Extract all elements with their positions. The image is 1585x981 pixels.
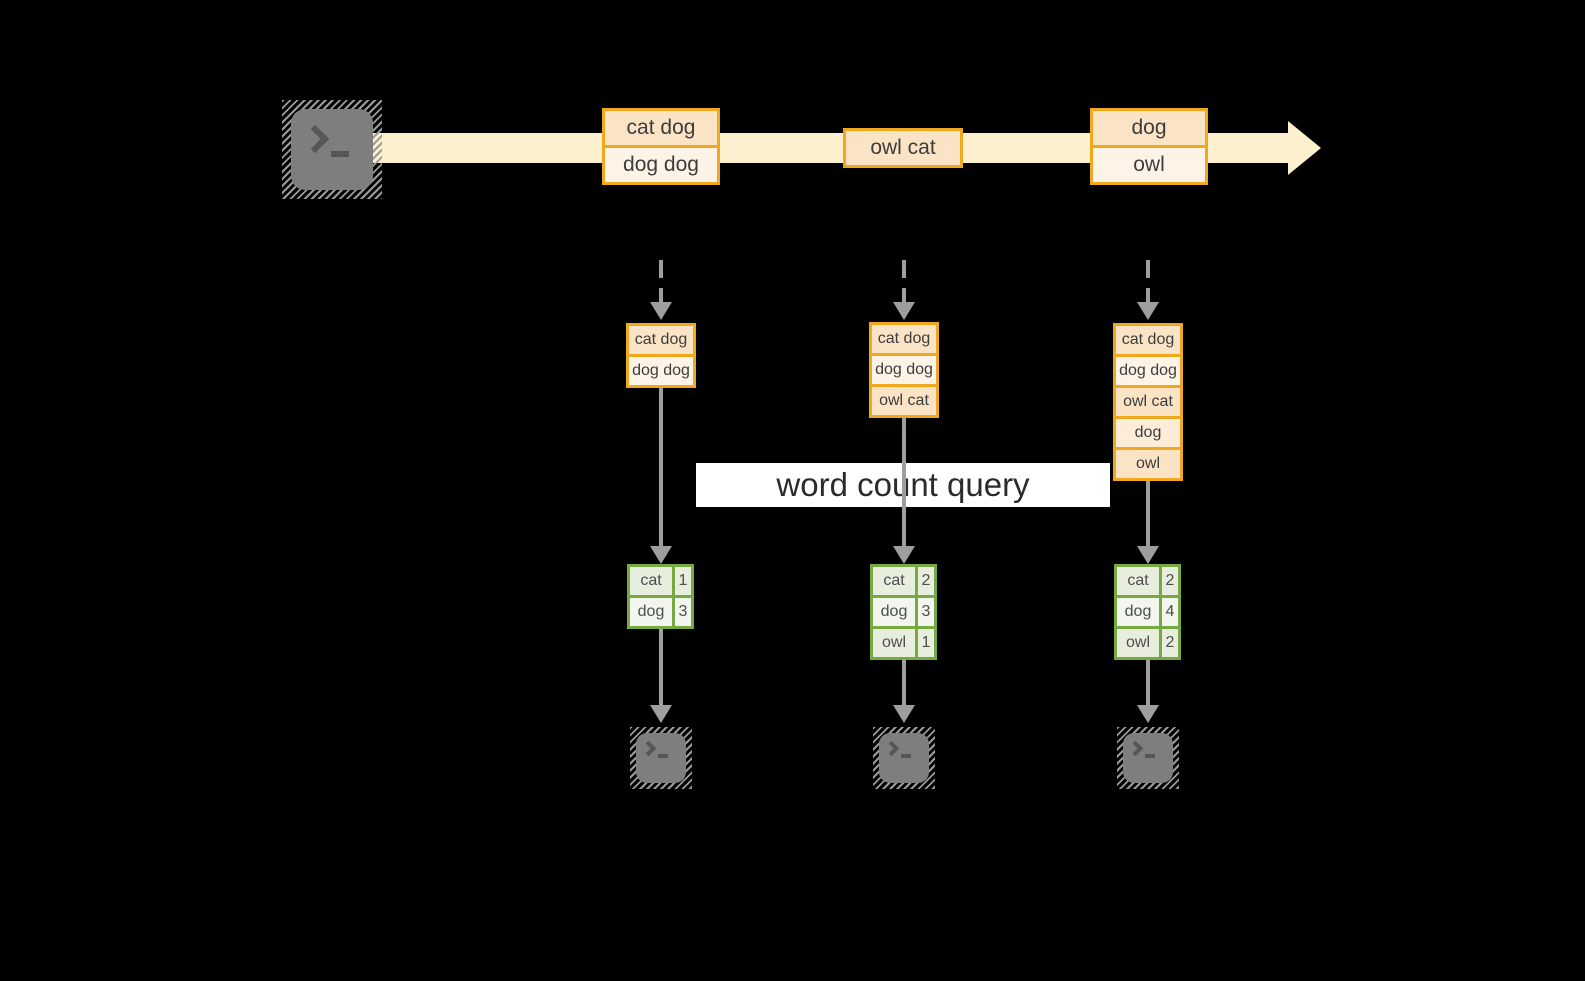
state-record: dog dog <box>869 353 939 387</box>
prompt-underscore-icon <box>658 754 668 758</box>
stream-batch: cat dog dog dog <box>602 108 720 185</box>
state-record: dog dog <box>626 354 696 388</box>
stream-record: owl cat <box>843 128 963 168</box>
terminal-icon <box>282 100 382 199</box>
result-count: 2 <box>1162 629 1178 657</box>
terminal-icon-body <box>291 109 373 190</box>
state-record: cat dog <box>626 323 696 357</box>
state-record: owl <box>1113 447 1183 481</box>
state-record: dog dog <box>1113 354 1183 388</box>
arrow-head-icon <box>893 546 915 564</box>
input-state-box: cat dog dog dog owl cat dog owl <box>1113 323 1183 481</box>
result-word: cat <box>1117 567 1159 595</box>
arrow-line <box>659 386 663 546</box>
stream-record: dog dog <box>602 145 720 185</box>
stream-record: cat dog <box>602 108 720 148</box>
dashed-arrow-head-icon <box>1137 302 1159 320</box>
arrow-head-icon <box>1137 705 1159 723</box>
dashed-arrow-line <box>1146 260 1150 302</box>
terminal-icon <box>873 727 935 789</box>
input-state-box: cat dog dog dog owl cat <box>869 322 939 418</box>
dashed-arrow-head-icon <box>893 302 915 320</box>
result-count: 2 <box>1162 567 1178 595</box>
stream-record: dog <box>1090 108 1208 148</box>
terminal-icon-body <box>879 733 929 783</box>
arrow-line <box>659 628 663 705</box>
stream-batch: owl cat <box>843 128 963 168</box>
input-state-box: cat dog dog dog <box>626 323 696 388</box>
result-word: dog <box>1117 598 1159 626</box>
arrow-line <box>1146 659 1150 705</box>
result-count: 1 <box>918 629 934 657</box>
prompt-underscore-icon <box>901 754 911 758</box>
dashed-arrow-head-icon <box>650 302 672 320</box>
arrow-head-icon <box>1137 546 1159 564</box>
arrow-line <box>902 416 906 546</box>
dashed-arrow-line <box>902 260 906 302</box>
dashed-arrow-line <box>659 260 663 302</box>
prompt-underscore-icon <box>1145 754 1155 758</box>
prompt-chevron-icon <box>883 740 900 757</box>
state-record: cat dog <box>869 322 939 356</box>
result-table: cat 2 dog 4 owl 2 <box>1114 564 1181 660</box>
result-word: dog <box>630 598 672 626</box>
prompt-chevron-icon <box>640 740 657 757</box>
arrow-head-icon <box>650 546 672 564</box>
state-record: dog <box>1113 416 1183 450</box>
result-table: cat 1 dog 3 <box>627 564 694 629</box>
state-record: owl cat <box>1113 385 1183 419</box>
result-count: 3 <box>918 598 934 626</box>
terminal-icon-body <box>1123 733 1173 783</box>
arrow-head-icon <box>650 705 672 723</box>
prompt-chevron-icon <box>300 124 330 154</box>
terminal-icon-body <box>636 733 686 783</box>
result-count: 1 <box>675 567 691 595</box>
result-word: cat <box>630 567 672 595</box>
result-word: cat <box>873 567 915 595</box>
stream-arrow-head-icon <box>1288 121 1321 175</box>
terminal-icon <box>1117 727 1179 789</box>
state-record: owl cat <box>869 384 939 418</box>
stream-batch: dog owl <box>1090 108 1208 185</box>
state-record: cat dog <box>1113 323 1183 357</box>
result-count: 4 <box>1162 598 1178 626</box>
arrow-line <box>902 659 906 705</box>
result-word: owl <box>873 629 915 657</box>
result-count: 2 <box>918 567 934 595</box>
result-table: cat 2 dog 3 owl 1 <box>870 564 937 660</box>
result-word: owl <box>1117 629 1159 657</box>
terminal-icon <box>630 727 692 789</box>
prompt-underscore-icon <box>331 151 349 157</box>
arrow-line <box>1146 479 1150 546</box>
prompt-chevron-icon <box>1127 740 1144 757</box>
arrow-head-icon <box>893 705 915 723</box>
result-word: dog <box>873 598 915 626</box>
stream-record: owl <box>1090 145 1208 185</box>
result-count: 3 <box>675 598 691 626</box>
